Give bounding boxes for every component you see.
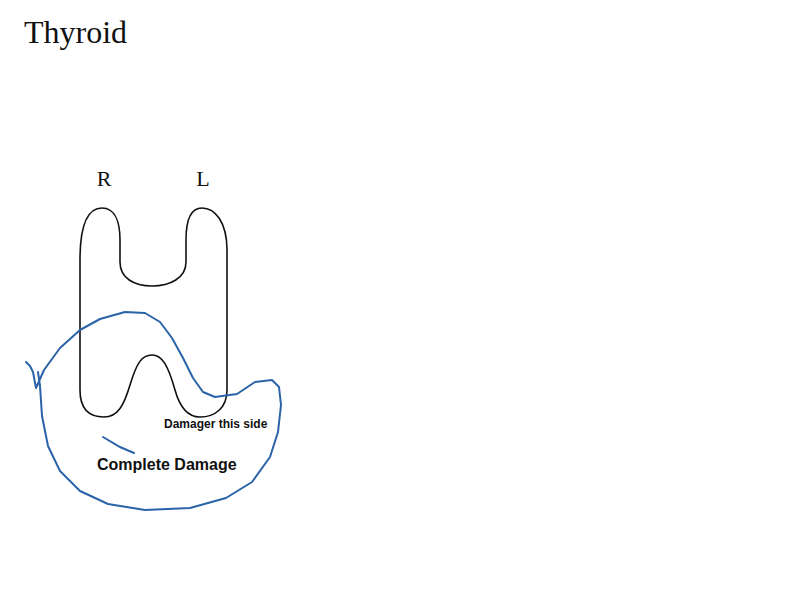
annotation-note: Complete Damage bbox=[97, 456, 237, 474]
damage-loop bbox=[26, 312, 281, 510]
side-label: R bbox=[97, 166, 112, 191]
side-label: L bbox=[196, 166, 209, 191]
pointer-stroke bbox=[103, 437, 134, 453]
thyroid-outline bbox=[80, 208, 227, 417]
diagram-title: Thyroid bbox=[24, 14, 127, 51]
annotation-note: Damager this side bbox=[164, 418, 267, 432]
